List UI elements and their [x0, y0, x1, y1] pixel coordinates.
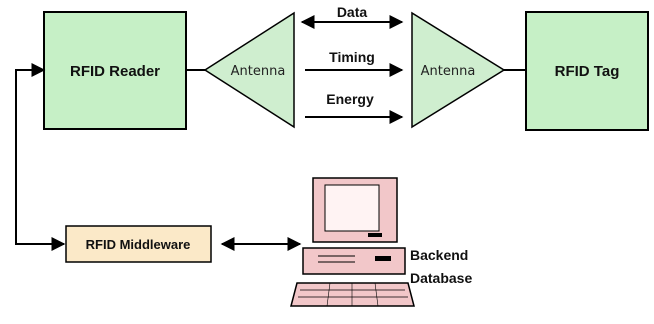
- backend-label: Backend: [410, 247, 468, 263]
- energy-label: Energy: [326, 91, 374, 107]
- rfid-tag-label: RFID Tag: [555, 63, 620, 80]
- computer-icon: [290, 177, 415, 307]
- rfid-middleware-box: [65, 225, 212, 263]
- data-label: Data: [337, 4, 368, 20]
- rfid-tag-box: [525, 11, 649, 131]
- antenna-left-shape: [203, 11, 295, 129]
- timing-label: Timing: [329, 49, 375, 65]
- rfid-reader-label: RFID Reader: [70, 63, 160, 80]
- rfid-reader-box: [43, 11, 187, 130]
- database-label: Database: [410, 270, 472, 286]
- rfid-middleware-label: RFID Middleware: [86, 237, 191, 252]
- antenna-left-label: Antenna: [231, 64, 286, 79]
- antenna-right-shape: [411, 11, 506, 129]
- antenna-right-label: Antenna: [421, 64, 476, 79]
